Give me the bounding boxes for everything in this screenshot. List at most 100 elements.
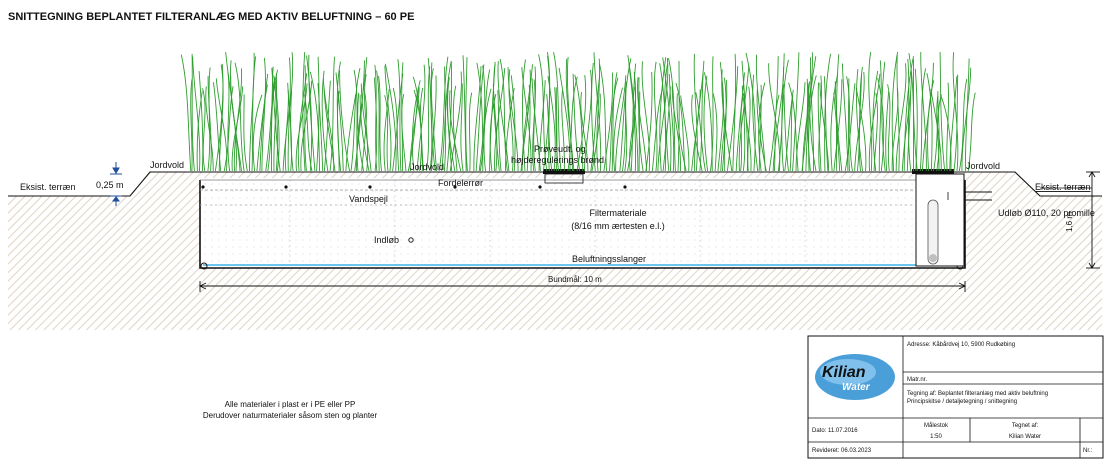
grass-blade bbox=[637, 77, 648, 172]
grass-blade bbox=[497, 61, 510, 172]
regulation-well-lid bbox=[912, 169, 954, 174]
label-filter-line1: Filtermateriale bbox=[589, 208, 646, 218]
label-proeve-line1: Prøveudt. og bbox=[534, 144, 586, 154]
grass-blade bbox=[308, 54, 316, 172]
grass-blade bbox=[854, 71, 865, 172]
tb-scale-value: 1:50 bbox=[930, 434, 942, 440]
grass-blade bbox=[930, 89, 942, 172]
grass-blade bbox=[885, 91, 890, 172]
label-depth: 0,25 m bbox=[96, 180, 124, 190]
grass-blade bbox=[234, 62, 245, 172]
grass-blade bbox=[426, 66, 431, 172]
grass-blade bbox=[357, 92, 365, 172]
grass-blade bbox=[364, 74, 369, 172]
grass-blade bbox=[468, 92, 473, 172]
label-beluftning: Beluftningsslanger bbox=[572, 254, 646, 264]
grass-blade bbox=[202, 88, 206, 172]
grass-blade bbox=[427, 57, 436, 172]
grass-blade bbox=[758, 84, 762, 172]
grass-blade bbox=[359, 94, 370, 172]
grass-blade bbox=[936, 95, 940, 172]
grass-blade bbox=[740, 93, 745, 172]
grass-blade bbox=[411, 80, 421, 172]
grass-blade bbox=[844, 83, 856, 172]
grass-blade bbox=[964, 58, 970, 172]
grass-blade bbox=[949, 76, 958, 172]
tb-drawn-label: Tegnet af: bbox=[1012, 423, 1039, 429]
grass-blade bbox=[574, 74, 584, 172]
tb-drawing-line1: Tegning af: Beplantet filteranlæg med ak… bbox=[907, 391, 1048, 397]
grass-blade bbox=[473, 66, 482, 172]
grass-blade bbox=[613, 87, 623, 172]
grass-blade bbox=[243, 94, 248, 172]
grass-blade bbox=[671, 85, 681, 172]
grass-blade bbox=[531, 78, 541, 172]
bed-section-lines bbox=[289, 180, 806, 266]
grass-blade bbox=[615, 75, 627, 172]
grass-blade bbox=[712, 93, 718, 172]
grass-blade bbox=[823, 76, 829, 172]
grass-blade bbox=[483, 88, 492, 172]
grass-blade bbox=[735, 72, 745, 172]
grass-blade bbox=[824, 53, 832, 172]
grass-blade bbox=[721, 69, 733, 172]
grass-blade bbox=[572, 73, 581, 172]
grass-blade bbox=[290, 90, 294, 172]
grass-blade bbox=[476, 62, 484, 172]
grass-blade bbox=[878, 60, 882, 172]
grass-blade bbox=[443, 66, 447, 172]
grass-blade bbox=[449, 71, 462, 172]
label-vandspejl: Vandspejl bbox=[349, 194, 388, 204]
sampling-well-lid bbox=[543, 169, 585, 174]
grass-blade bbox=[207, 75, 212, 172]
grass-blade bbox=[591, 93, 601, 172]
grass-blade bbox=[833, 92, 841, 172]
kilian-water-logo: Kilian Water bbox=[815, 354, 895, 400]
grass-blade bbox=[546, 93, 553, 172]
tb-scale-label: Målestok bbox=[924, 422, 949, 429]
grass-blade bbox=[261, 57, 266, 172]
grass-blade bbox=[745, 52, 756, 172]
label-bundmaal: Bundmål: 10 m bbox=[548, 275, 602, 284]
grass-blade bbox=[653, 61, 658, 172]
grass-blade bbox=[493, 63, 500, 172]
grass-blade bbox=[339, 70, 350, 172]
grass-blade bbox=[323, 87, 336, 172]
grass-blade bbox=[215, 78, 228, 172]
grass-blade bbox=[227, 71, 231, 172]
grass-blade bbox=[478, 65, 486, 172]
grass-blade bbox=[783, 84, 789, 172]
grass-blade bbox=[611, 72, 618, 172]
grass-blade bbox=[249, 52, 255, 172]
label-jordvold-center: Jordvold bbox=[410, 162, 444, 172]
tb-drawing-line2: Principskitse / detaljetegning / snitteg… bbox=[907, 399, 1017, 405]
grass-blade bbox=[416, 64, 426, 172]
grass-blade bbox=[858, 74, 862, 172]
grass-blade bbox=[624, 86, 628, 172]
grass-blade bbox=[270, 69, 279, 172]
grass-blade bbox=[901, 72, 912, 172]
grass-blade bbox=[691, 89, 701, 172]
grass-blade bbox=[460, 83, 464, 172]
grass-blade bbox=[567, 76, 578, 172]
grass-blade bbox=[841, 63, 849, 172]
grass-blade bbox=[259, 73, 269, 172]
grass-blade bbox=[668, 73, 675, 172]
grass-blade bbox=[192, 56, 201, 172]
label-terrain-right: Eksist. terræn bbox=[1035, 182, 1091, 192]
tb-revised: Revideret: 06.03.2023 bbox=[812, 448, 872, 454]
grass-blade bbox=[638, 77, 644, 172]
grass-blade bbox=[553, 52, 562, 172]
grass-blade bbox=[452, 85, 458, 172]
grass-blade bbox=[789, 95, 794, 172]
grass-blade bbox=[693, 53, 698, 172]
grass-blade bbox=[384, 65, 392, 172]
grass-blade bbox=[309, 71, 320, 172]
grass-blade bbox=[747, 86, 751, 172]
fordelerroer-dots bbox=[201, 185, 627, 189]
grass-blade bbox=[953, 74, 959, 172]
grass-blade bbox=[907, 58, 912, 172]
logo-text-line2: Water bbox=[842, 382, 871, 393]
grass-blade bbox=[659, 63, 670, 172]
